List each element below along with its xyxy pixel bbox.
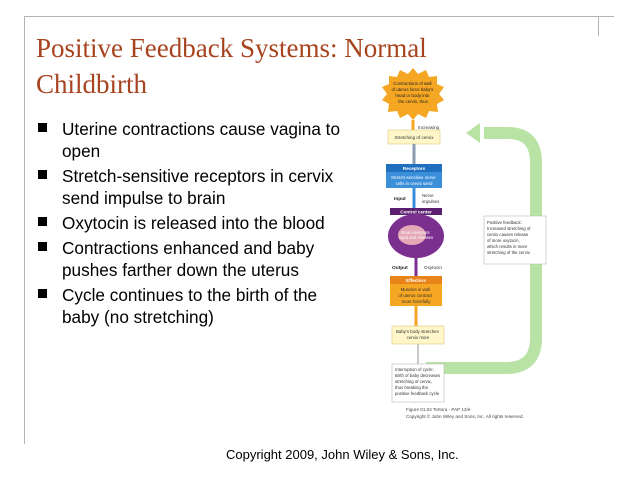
control-center-header bbox=[390, 208, 442, 215]
bullet-square-icon bbox=[38, 123, 47, 132]
bullet-item: Uterine contractions cause vagina to ope… bbox=[36, 118, 356, 162]
bullet-square-icon bbox=[38, 289, 47, 298]
input-label: Input bbox=[394, 196, 406, 202]
receptors-box bbox=[386, 172, 442, 188]
bullet-item: Oxytocin is released into the blood bbox=[36, 212, 356, 234]
oxytocin-label: Oxytocin bbox=[424, 265, 442, 270]
effectors-box bbox=[390, 284, 442, 306]
control-center-title: Control center bbox=[400, 210, 432, 215]
interruption-box bbox=[391, 363, 445, 403]
receptors-text: Stretch-sensitive nerve cells in cervix … bbox=[391, 175, 437, 186]
nerve-impulses-label: Nerve impulses bbox=[422, 193, 440, 204]
bullet-square-icon bbox=[38, 170, 47, 179]
baby-stretches-text: Baby's body stretches cervix more bbox=[396, 329, 440, 340]
receptors-header bbox=[386, 164, 442, 172]
bullet-text: Stretch-sensitive receptors in cervix se… bbox=[62, 166, 334, 208]
copyright-footer: Copyright 2009, John Wiley & Sons, Inc. bbox=[226, 447, 459, 462]
bullet-item: Cycle continues to the birth of the baby… bbox=[36, 284, 356, 328]
slide-frame-tick bbox=[598, 16, 599, 36]
receptors-title: Receptors bbox=[403, 166, 426, 171]
bullet-text: Contractions enhanced and baby pushes fa… bbox=[62, 238, 315, 280]
bullet-text: Cycle continues to the birth of the baby… bbox=[62, 285, 318, 327]
feedback-arrowhead bbox=[466, 123, 480, 143]
stimulus-burst-icon bbox=[382, 68, 444, 120]
effectors-header bbox=[390, 276, 442, 284]
stretching-text: Stretching of cervix bbox=[394, 135, 434, 140]
positive-feedback-text: Positive feedback: Increased stretching … bbox=[487, 220, 532, 255]
slide-frame-top bbox=[24, 16, 614, 17]
feedback-figure: Contractions of wall of uterus force bab… bbox=[376, 68, 626, 420]
slide-frame-left bbox=[24, 16, 25, 444]
bullet-item: Contractions enhanced and baby pushes fa… bbox=[36, 237, 356, 281]
interruption-text: Interruption of cycle: Birth of baby dec… bbox=[395, 367, 441, 396]
bullet-square-icon bbox=[38, 217, 47, 226]
positive-feedback-box bbox=[483, 215, 547, 265]
bullet-square-icon bbox=[38, 242, 47, 251]
brain-icon bbox=[398, 225, 426, 245]
effectors-title: Effectors bbox=[406, 278, 426, 283]
brain-label: Brain interprets input and releases bbox=[399, 230, 433, 240]
stimulus-text: Contractions of wall of uterus force bab… bbox=[391, 81, 434, 104]
increasing-label: Increasing bbox=[418, 125, 440, 130]
bullet-text: Uterine contractions cause vagina to ope… bbox=[62, 119, 341, 161]
bullet-text: Oxytocin is released into the blood bbox=[62, 213, 325, 233]
figure-caption: Figure 01.04 Tortora - PAP 12/e Copyrigh… bbox=[406, 407, 524, 419]
effectors-text: Muscles in wall of uterus contract more … bbox=[398, 287, 433, 304]
bullet-list: Uterine contractions cause vagina to ope… bbox=[36, 118, 356, 331]
output-label: Output bbox=[392, 265, 408, 271]
bullet-item: Stretch-sensitive receptors in cervix se… bbox=[36, 165, 356, 209]
slide-title: Positive Feedback Systems: Normal Childb… bbox=[36, 33, 427, 99]
